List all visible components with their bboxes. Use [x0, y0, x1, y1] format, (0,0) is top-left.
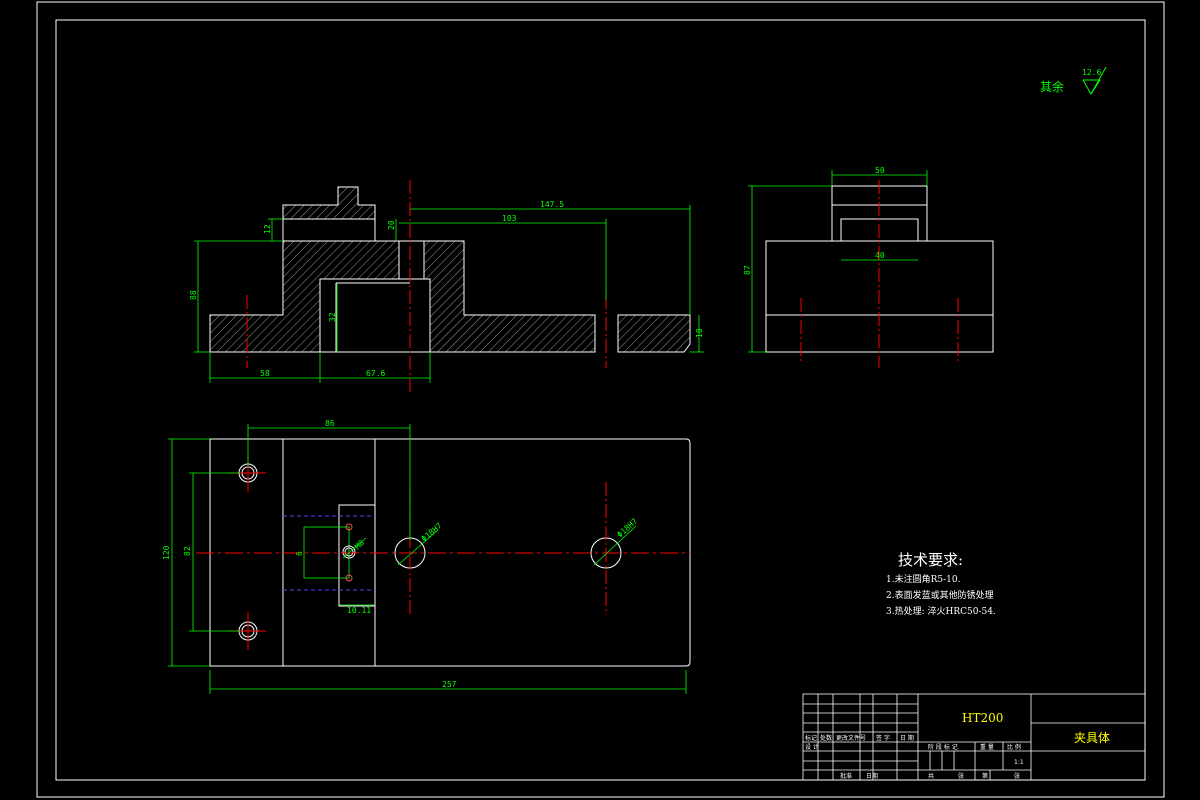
- dim-58: 58: [260, 369, 270, 378]
- tb-jieduan: 阶 段 标 记: [928, 743, 958, 751]
- title-block: [802, 693, 1146, 781]
- tb-sheji: 设 计: [805, 743, 819, 751]
- dim-20: 20: [387, 220, 396, 230]
- dim-10-11: 10.11: [347, 606, 371, 615]
- tb-di: 第: [982, 772, 988, 780]
- roughness-label: 其余: [1040, 79, 1064, 94]
- dim-257: 257: [442, 680, 457, 689]
- dim-103: 103: [502, 214, 517, 223]
- dim-88: 88: [189, 290, 198, 300]
- dim-40: 40: [875, 251, 885, 260]
- tb-zhongliang: 重 量: [980, 743, 994, 751]
- tb-qianzi: 签 字: [876, 734, 890, 742]
- dim-82: 82: [183, 546, 192, 556]
- technical-requirements: 技术要求: 1.未注圆角R5-10. 2.表面发蓝或其他防锈处理 3.热处理: …: [886, 551, 996, 617]
- tb-zhang2: 张: [1014, 772, 1020, 780]
- material-label: HT200: [962, 711, 1003, 725]
- dim-12: 12: [263, 224, 272, 234]
- dim-hole-2: Φ18H7: [615, 517, 639, 540]
- tech-item-1: 1.未注圆角R5-10.: [886, 573, 961, 585]
- dim-67-6: 67.6: [366, 369, 385, 378]
- front-view: 147.5 103 20 12 88 32 18 58 67.6: [189, 180, 704, 392]
- dim-50: 50: [875, 166, 885, 175]
- tb-gong: 共: [928, 772, 934, 780]
- tb-riqi2: 日期: [866, 772, 878, 780]
- dim-87: 87: [743, 265, 752, 275]
- tb-wenjian: 更改文件号: [836, 734, 866, 742]
- dim-147-5: 147.5: [540, 200, 564, 209]
- tb-bili: 比 例: [1007, 743, 1021, 751]
- dim-86: 86: [325, 419, 335, 428]
- dim-32: 32: [328, 312, 337, 322]
- part-name: 夹具体: [1074, 731, 1110, 745]
- tb-biaoji: 标记: [805, 734, 817, 742]
- side-view: 50 40 87: [743, 166, 994, 368]
- tb-pizhun: 批准: [840, 772, 852, 780]
- front-hatch-top: [282, 186, 376, 220]
- tb-riqi: 日 期: [900, 734, 914, 742]
- roughness-value: 12.6: [1082, 68, 1101, 77]
- tb-chushu: 处数: [820, 734, 832, 742]
- outer-border: [36, 1, 1165, 798]
- dim-6: 6: [295, 551, 304, 556]
- top-view: 86 120 82 257 10.11 6 M8 Φ18H7 Φ18H7: [162, 419, 691, 694]
- front-hatch-right: [423, 240, 596, 353]
- inner-border: [55, 19, 1146, 781]
- tech-item-3: 3.热处理: 淬火HRC50-54.: [886, 605, 996, 617]
- scale-value: 1:1: [1014, 759, 1024, 766]
- roughness-symbol-icon: [1082, 66, 1107, 95]
- tech-item-2: 2.表面发蓝或其他防锈处理: [886, 589, 994, 601]
- tb-zhang: 张: [958, 772, 964, 780]
- front-hatch-end: [617, 314, 691, 353]
- dim-120: 120: [162, 545, 171, 560]
- tech-title: 技术要求:: [898, 551, 963, 569]
- dim-hole-1: Φ18H7: [420, 521, 444, 543]
- dim-m8: M8: [353, 538, 366, 551]
- dim-18: 18: [695, 328, 704, 338]
